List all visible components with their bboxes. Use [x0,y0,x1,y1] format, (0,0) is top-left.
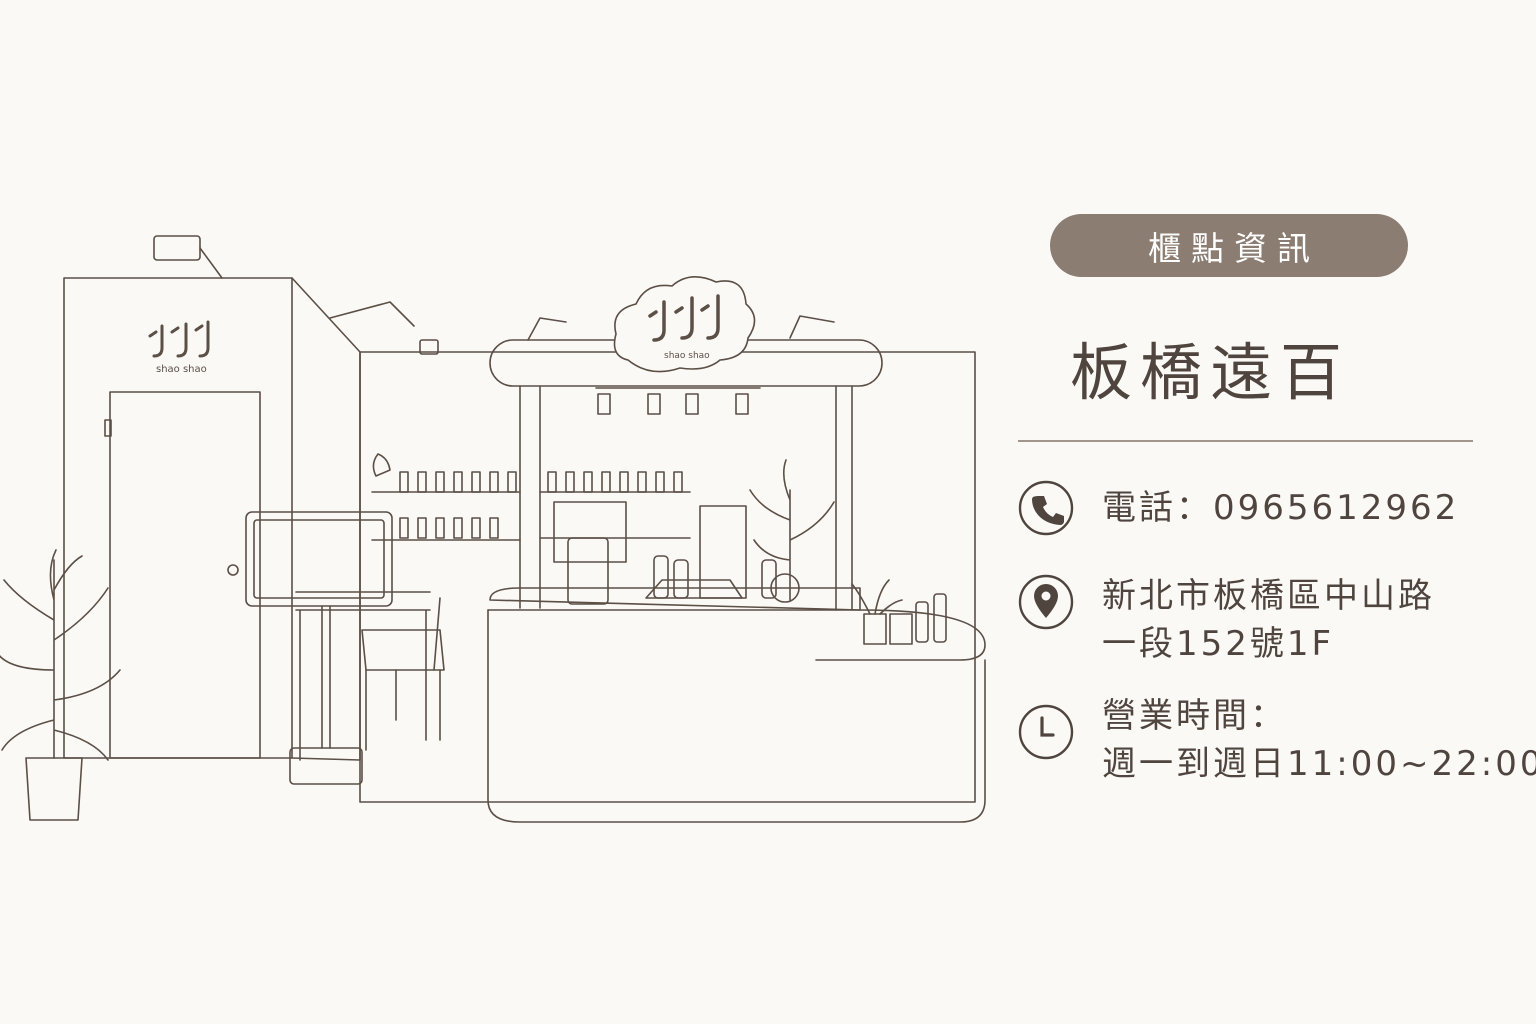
storage-door [109,391,261,759]
tablet [245,511,393,607]
hours-value: 週一到週日11:00~22:00 [1102,744,1536,784]
store-info-panel: 櫃點資訊 板橋遠百 電話：0965612962 新北市板橋區中山路 一段152號… [1018,214,1536,814]
door-knob [227,564,239,576]
room-logo [148,320,210,358]
canopy-logo [648,294,720,342]
svg-text:shao shao: shao shao [156,364,207,375]
phone-text: 電話：0965612962 [1102,488,1460,528]
shelf-bottles [399,471,683,539]
address-row: 新北市板橋區中山路 一段152號1F [1018,572,1518,672]
location-pin-icon [1018,574,1074,630]
phone-row: 電話：0965612962 [1018,480,1518,540]
clock-icon [1018,704,1074,760]
storage-room [63,277,293,759]
section-label-pill: 櫃點資訊 [1050,214,1408,277]
phone-icon [1018,480,1074,536]
kiosk-illustration: shao shao [0,200,1000,840]
address-line-1: 新北市板橋區中山路 [1102,576,1435,616]
svg-text:shao shao: shao shao [664,351,710,361]
store-name: 板橋遠百 [1070,336,1351,409]
storage-room-side [291,277,361,761]
hours-row: 營業時間： 週一到週日11:00~22:00 [1018,692,1536,792]
hours-label: 營業時間： [1102,696,1287,736]
divider [1018,440,1473,442]
plant-pot [25,757,83,821]
address-line-2: 一段152號1F [1102,624,1335,664]
